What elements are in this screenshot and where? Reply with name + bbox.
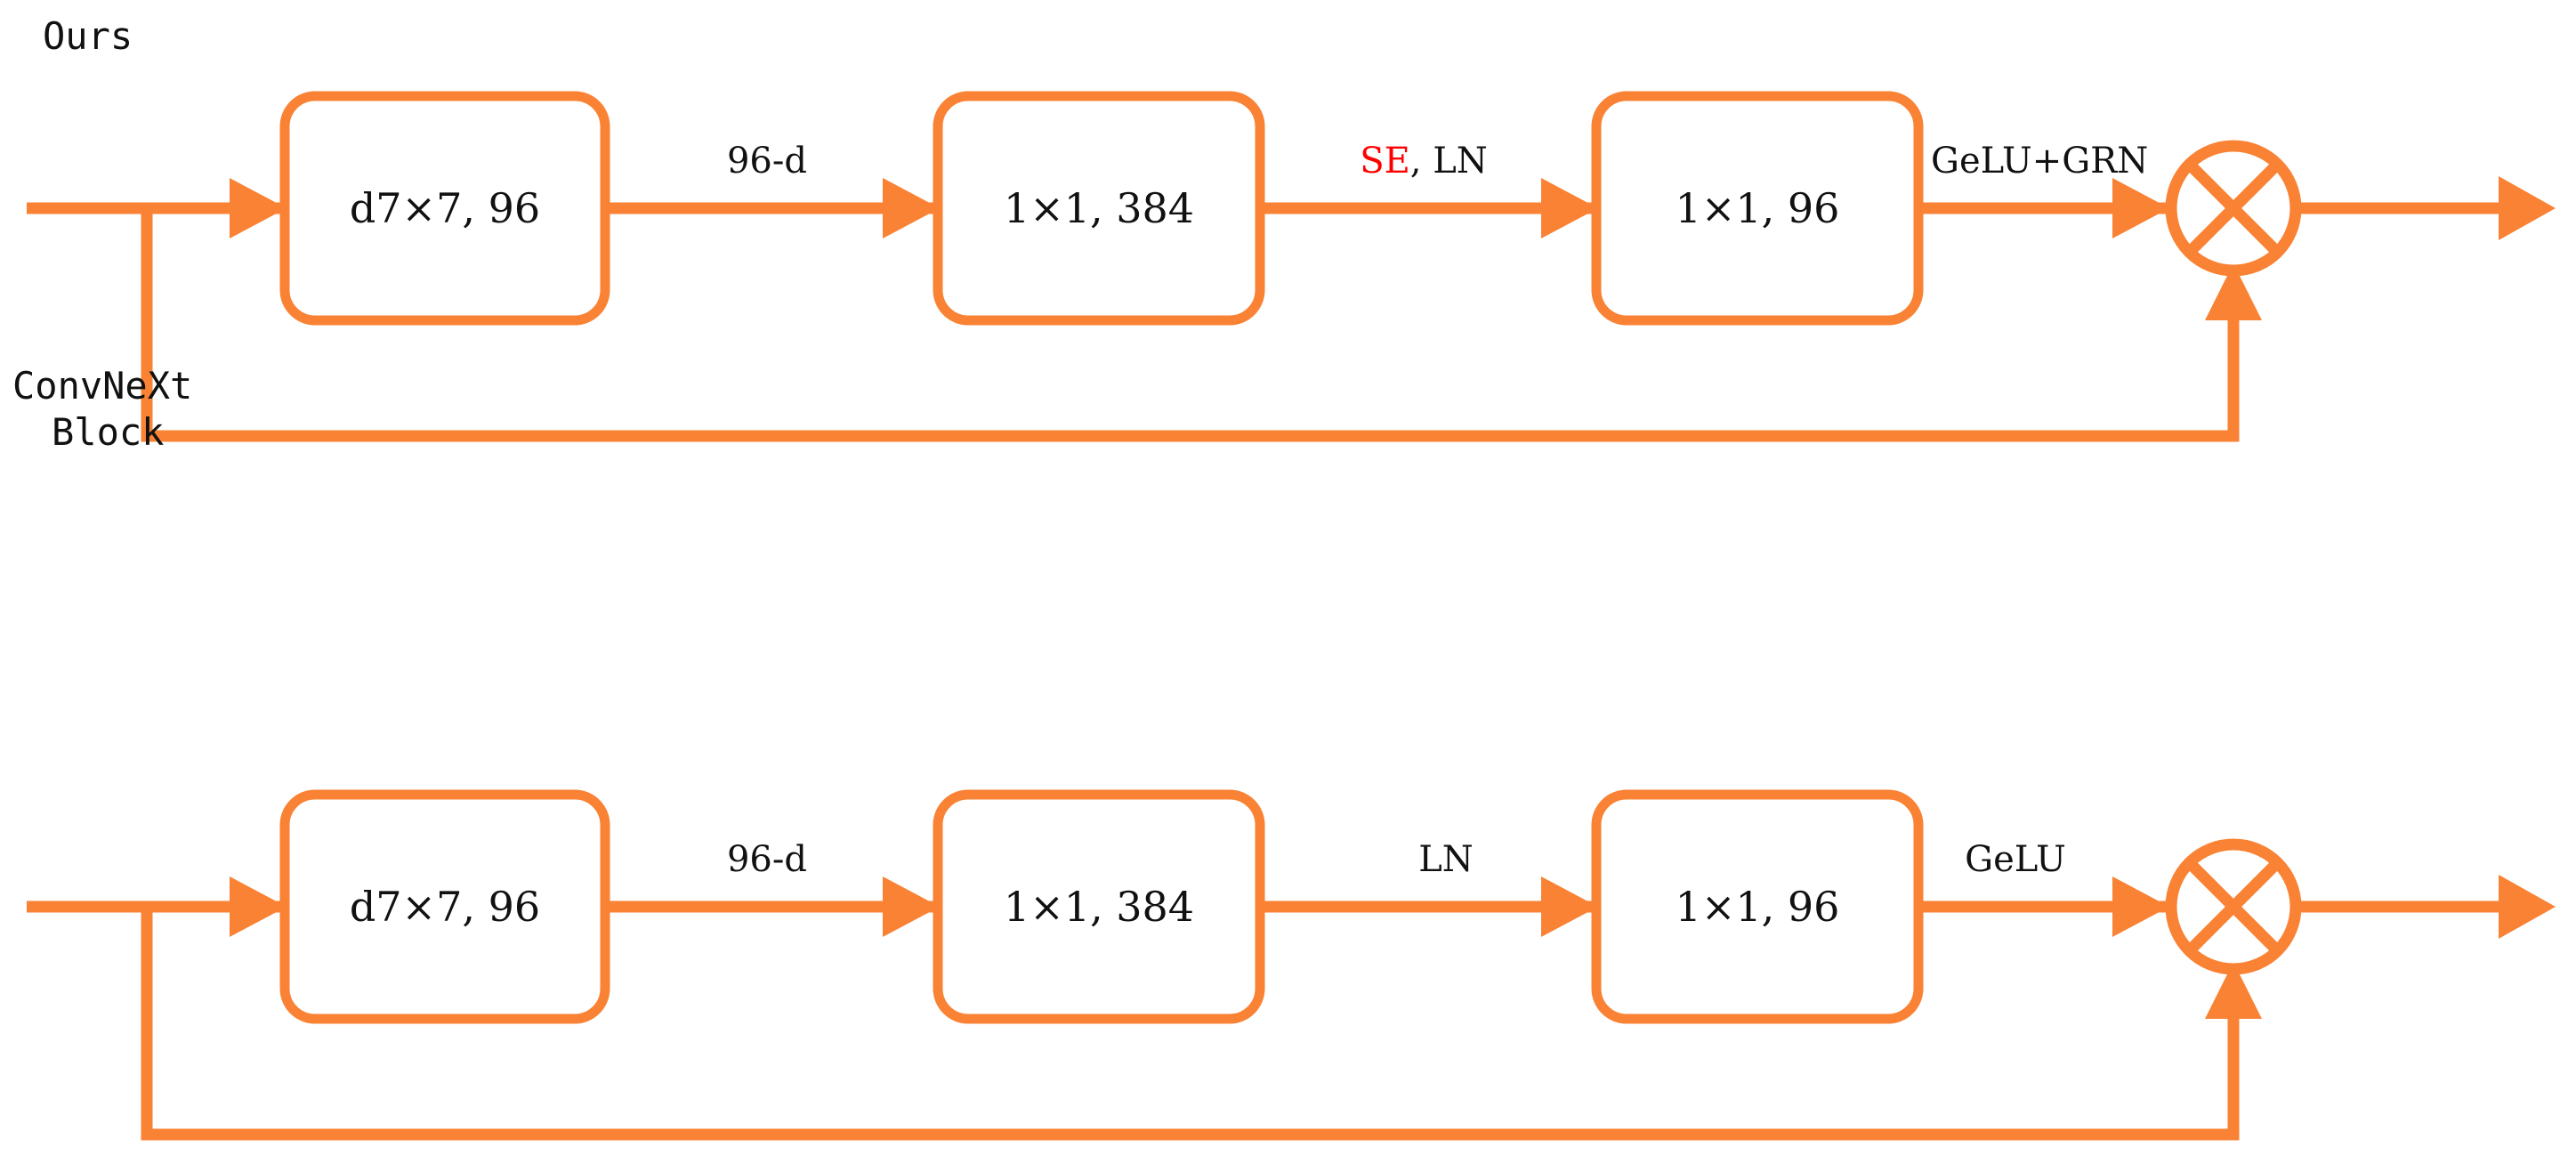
- arrowhead-into-pwconv1-convnext: [883, 876, 940, 937]
- output-arrowhead-ours: [2499, 176, 2556, 240]
- skip-connection-ours: [141, 225, 2240, 442]
- block-pwconv2-convnext-label: 1×1, 96: [1676, 883, 1840, 931]
- arrowhead-into-dwconv-convnext: [230, 876, 287, 937]
- block-pwconv2-ours[interactable]: 1×1, 96: [1591, 91, 1924, 326]
- row-title-ours: Ours: [43, 14, 133, 58]
- edge-label-ours-2: SE, LN: [1360, 141, 1488, 182]
- block-dwconv-convnext-label: d7×7, 96: [350, 883, 540, 931]
- skip-connection-convnext: [141, 924, 2240, 1141]
- residual-add-ours[interactable]: [2165, 140, 2302, 277]
- edge-label-convnext-1: 96-d: [727, 839, 807, 880]
- row-title-convnext-line-1: ConvNeXt: [12, 364, 192, 408]
- block-pwconv1-ours[interactable]: 1×1, 384: [933, 91, 1265, 326]
- edge-label-ours-2-rest: , LN: [1410, 141, 1488, 182]
- block-pwconv2-ours-label: 1×1, 96: [1676, 184, 1840, 232]
- edge-label-convnext-2: LN: [1418, 839, 1474, 880]
- block-pwconv1-ours-label: 1×1, 384: [1004, 184, 1194, 232]
- residual-add-convnext[interactable]: [2165, 838, 2302, 975]
- block-dwconv-convnext[interactable]: d7×7, 96: [279, 789, 610, 1024]
- cross-icon-ours-stroke-2: [2185, 160, 2281, 256]
- skip-arrowhead-ours: [2205, 263, 2262, 320]
- arrowhead-into-pwconv2-convnext: [1541, 876, 1598, 937]
- cross-icon-convnext-stroke-2: [2185, 859, 2281, 955]
- row-convnext: ConvNeXt Block d7×7, 96 96-d 1×1, 384: [12, 364, 2556, 1141]
- arrowhead-into-pwconv2-ours: [1541, 178, 1598, 238]
- arrowhead-into-dwconv-ours: [230, 178, 287, 238]
- arrowhead-into-merge-convnext: [2112, 876, 2169, 937]
- arrowhead-into-pwconv1-ours: [883, 178, 940, 238]
- edge-label-ours-3: GeLU+GRN: [1931, 141, 2148, 182]
- edge-label-ours-2-highlight: SE: [1360, 141, 1410, 182]
- skip-arrowhead-convnext: [2205, 962, 2262, 1019]
- output-arrowhead-convnext: [2499, 875, 2556, 939]
- row-ours: Ours d7×7, 96 96-d 1×1, 384: [27, 14, 2556, 442]
- block-pwconv1-convnext[interactable]: 1×1, 384: [933, 789, 1265, 1024]
- row-title-convnext-line-2: Block: [52, 410, 164, 454]
- edge-label-convnext-3: GeLU: [1965, 839, 2066, 880]
- block-pwconv2-convnext[interactable]: 1×1, 96: [1591, 789, 1924, 1024]
- block-dwconv-ours-label: d7×7, 96: [350, 184, 540, 232]
- block-dwconv-ours[interactable]: d7×7, 96: [279, 91, 610, 326]
- edge-label-ours-1: 96-d: [727, 141, 807, 182]
- arrowhead-into-merge-ours: [2112, 178, 2169, 238]
- block-pwconv1-convnext-label: 1×1, 384: [1004, 883, 1194, 931]
